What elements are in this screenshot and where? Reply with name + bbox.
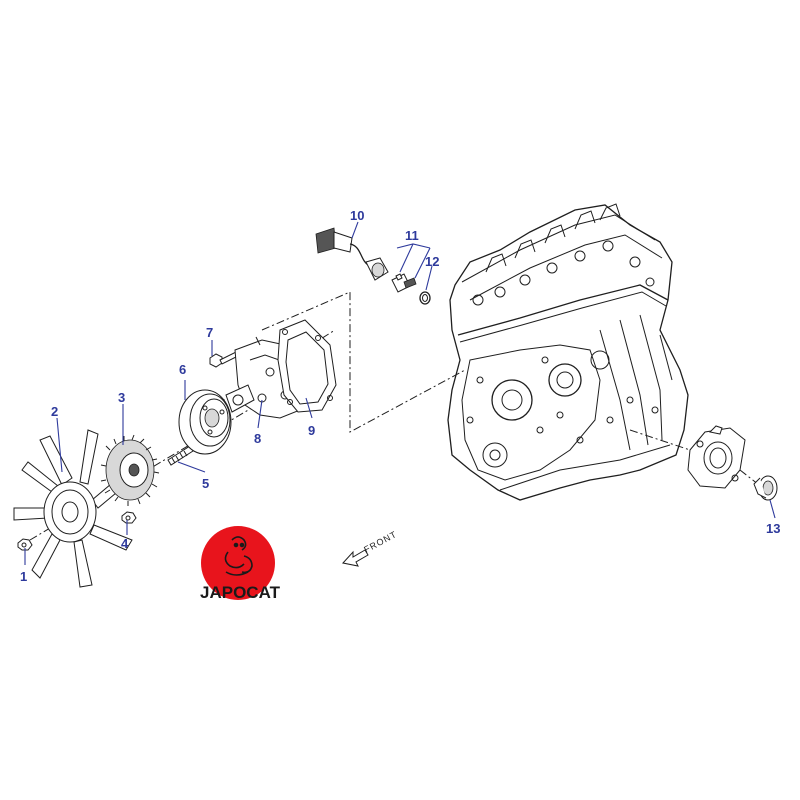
callout-13: 13 xyxy=(766,521,780,536)
part-1-nut xyxy=(17,538,33,551)
callout-11: 11 xyxy=(405,228,419,243)
part-3-fan-clutch xyxy=(100,434,160,506)
logo-text: JAPOCAT xyxy=(200,583,281,602)
callout-3: 3 xyxy=(118,390,125,405)
callout-1: 1 xyxy=(20,569,27,584)
assembly-lines xyxy=(29,291,769,541)
part-9-gasket xyxy=(277,319,337,413)
callout-7: 7 xyxy=(206,325,213,340)
part-10-sensor-harness xyxy=(315,227,389,281)
callout-2: 2 xyxy=(51,404,58,419)
callout-12: 12 xyxy=(425,254,439,269)
part-11-temp-sensor xyxy=(391,273,417,293)
logo-red-circle xyxy=(201,526,275,600)
logo-cat-icon xyxy=(224,536,253,576)
front-label: FRONT xyxy=(362,529,398,555)
front-arrow-icon xyxy=(342,549,369,567)
callout-8: 8 xyxy=(254,431,261,446)
part-13-thermostat xyxy=(753,475,778,501)
thermostat-housing xyxy=(687,425,746,489)
japocat-logo: JAPOCAT xyxy=(200,526,281,602)
part-4-nut xyxy=(121,511,137,524)
engine-block xyxy=(447,203,689,501)
callout-10: 10 xyxy=(350,208,364,223)
callout-9: 9 xyxy=(308,423,315,438)
callout-5: 5 xyxy=(202,476,209,491)
callout-4: 4 xyxy=(121,536,129,551)
part-12-o-ring xyxy=(419,291,431,305)
callout-6: 6 xyxy=(179,362,186,377)
leader-lines xyxy=(24,221,776,565)
part-6-pulley xyxy=(178,389,232,455)
front-direction-indicator: FRONT xyxy=(342,529,399,567)
part-5-stud xyxy=(167,445,194,466)
callout-numbers: 1 2 3 4 5 6 7 8 9 10 11 12 13 xyxy=(20,208,780,584)
